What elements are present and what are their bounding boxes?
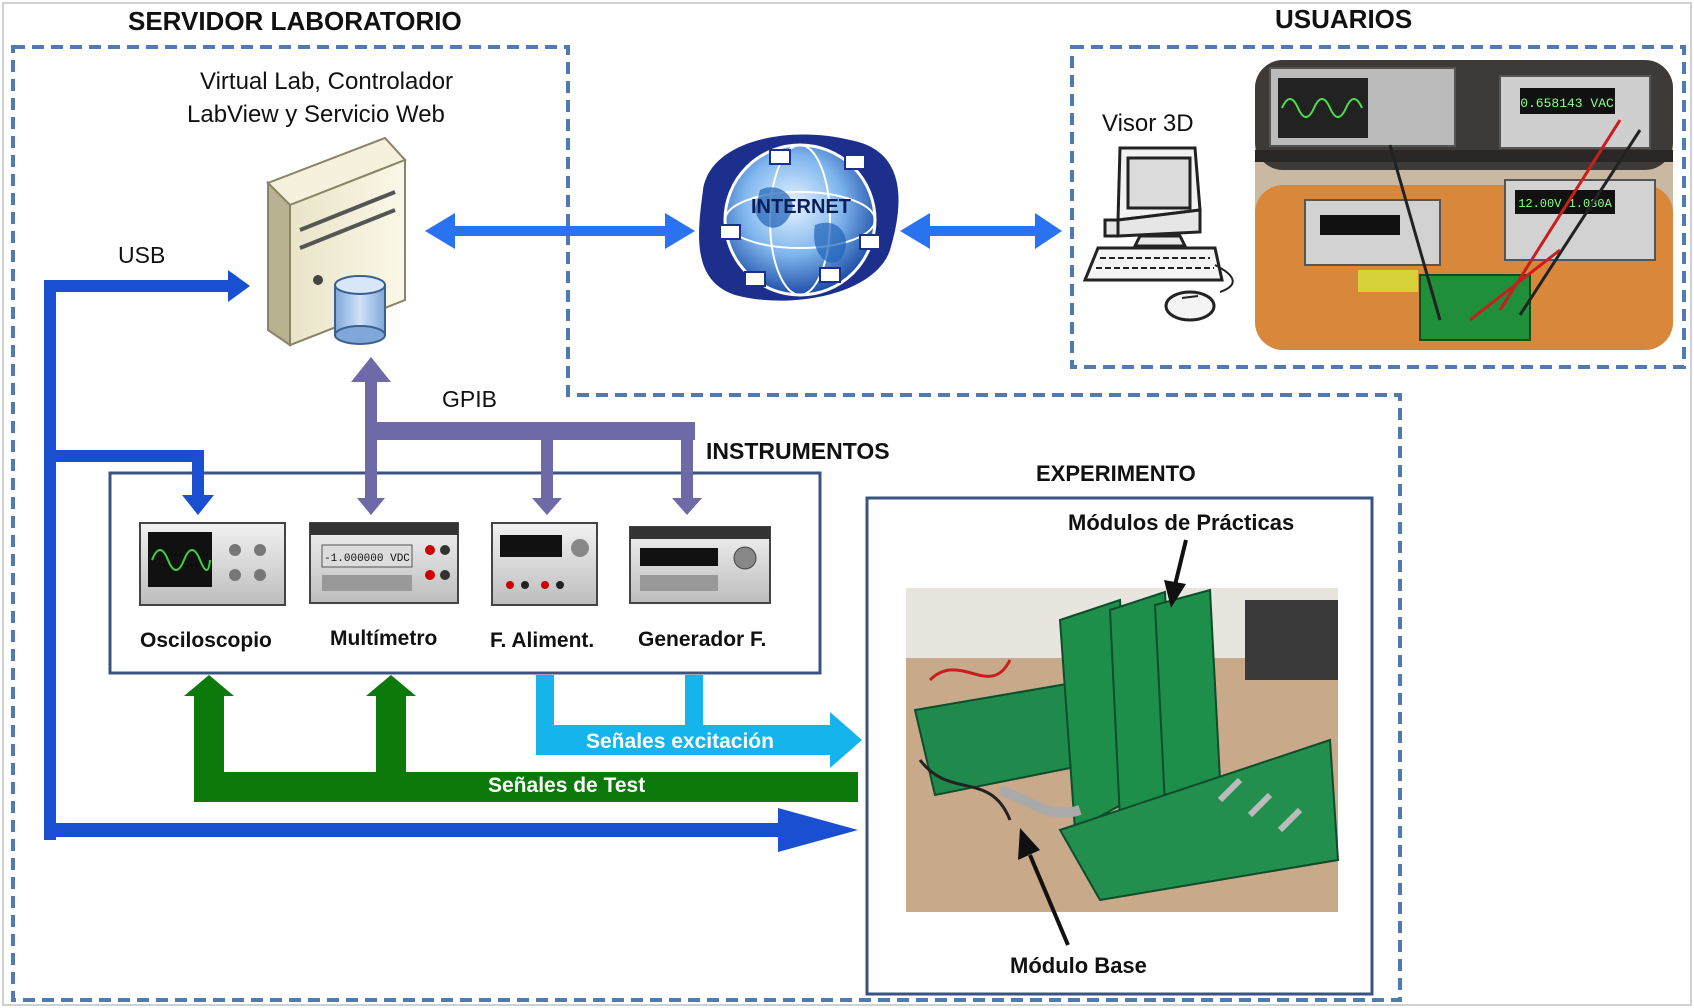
- function-generator-icon: [629, 526, 771, 604]
- circuit-board-photo: [906, 588, 1340, 912]
- test-signals-label: Señales de Test: [488, 774, 646, 797]
- globe-icon: [699, 134, 899, 301]
- modulo-base-label: Módulo Base: [1010, 953, 1147, 978]
- excitation-signals-label: Señales excitación: [586, 730, 774, 753]
- multimeter-icon: -1.000000 VDC: [309, 522, 459, 604]
- usuarios-boundary: [1070, 45, 1686, 369]
- usb-bus: [44, 270, 858, 852]
- visor-3d-label: Visor 3D: [1102, 110, 1194, 137]
- mouse-icon: [1164, 264, 1234, 322]
- gpib-label: GPIB: [442, 386, 497, 412]
- base-pointer-arrow: [1018, 828, 1070, 946]
- internet-link-server: [425, 213, 695, 249]
- lab-3d-render: 0.658143 VAC 12.00V 1.030A: [1255, 60, 1673, 350]
- instrument-label-power-supply: F. Aliment.: [490, 629, 595, 652]
- database-icon: [334, 275, 386, 345]
- instrument-label-multimeter: Multímetro: [330, 627, 438, 650]
- servidor-boundary: [11, 45, 1402, 1002]
- usb-label: USB: [118, 242, 166, 268]
- experimento-box: [865, 496, 1374, 996]
- instrumentos-box: [108, 471, 822, 675]
- internet-label: INTERNET: [751, 196, 851, 218]
- server-description-line2: LabView y Servicio Web: [187, 101, 445, 128]
- keyboard-icon: [1082, 246, 1224, 282]
- test-signals-bus: [184, 675, 858, 802]
- svg-text:-1.000000 VDC: -1.000000 VDC: [324, 553, 410, 565]
- modulos-pointer-arrow: [1164, 539, 1188, 608]
- usuarios-section-title: USUARIOS: [1275, 4, 1413, 34]
- modulos-practicas-label: Módulos de Prácticas: [1068, 510, 1295, 535]
- node-icon: [719, 224, 741, 240]
- node-icon: [769, 149, 791, 165]
- instrument-label-function-generator: Generador F.: [638, 628, 767, 651]
- excitation-signals-bus: [536, 675, 862, 768]
- oscilloscope-icon: [139, 522, 286, 606]
- server-description-line1: Virtual Lab, Controlador: [200, 68, 454, 95]
- instrumentos-section-title: INSTRUMENTOS: [706, 438, 890, 464]
- node-icon: [819, 267, 841, 283]
- experimento-section-title: EXPERIMENTO: [1036, 461, 1196, 486]
- node-icon: [744, 271, 766, 287]
- node-icon: [859, 234, 881, 250]
- svg-text:0.658143 VAC: 0.658143 VAC: [1520, 96, 1614, 111]
- computer-icon: [1103, 146, 1202, 248]
- gpib-bus: [351, 357, 702, 515]
- internet-link-users: [900, 213, 1062, 249]
- instrument-label-oscilloscope: Osciloscopio: [140, 629, 272, 652]
- node-icon: [844, 154, 866, 170]
- power-supply-icon: [491, 522, 598, 606]
- servidor-section-title: SERVIDOR LABORATORIO: [128, 6, 462, 36]
